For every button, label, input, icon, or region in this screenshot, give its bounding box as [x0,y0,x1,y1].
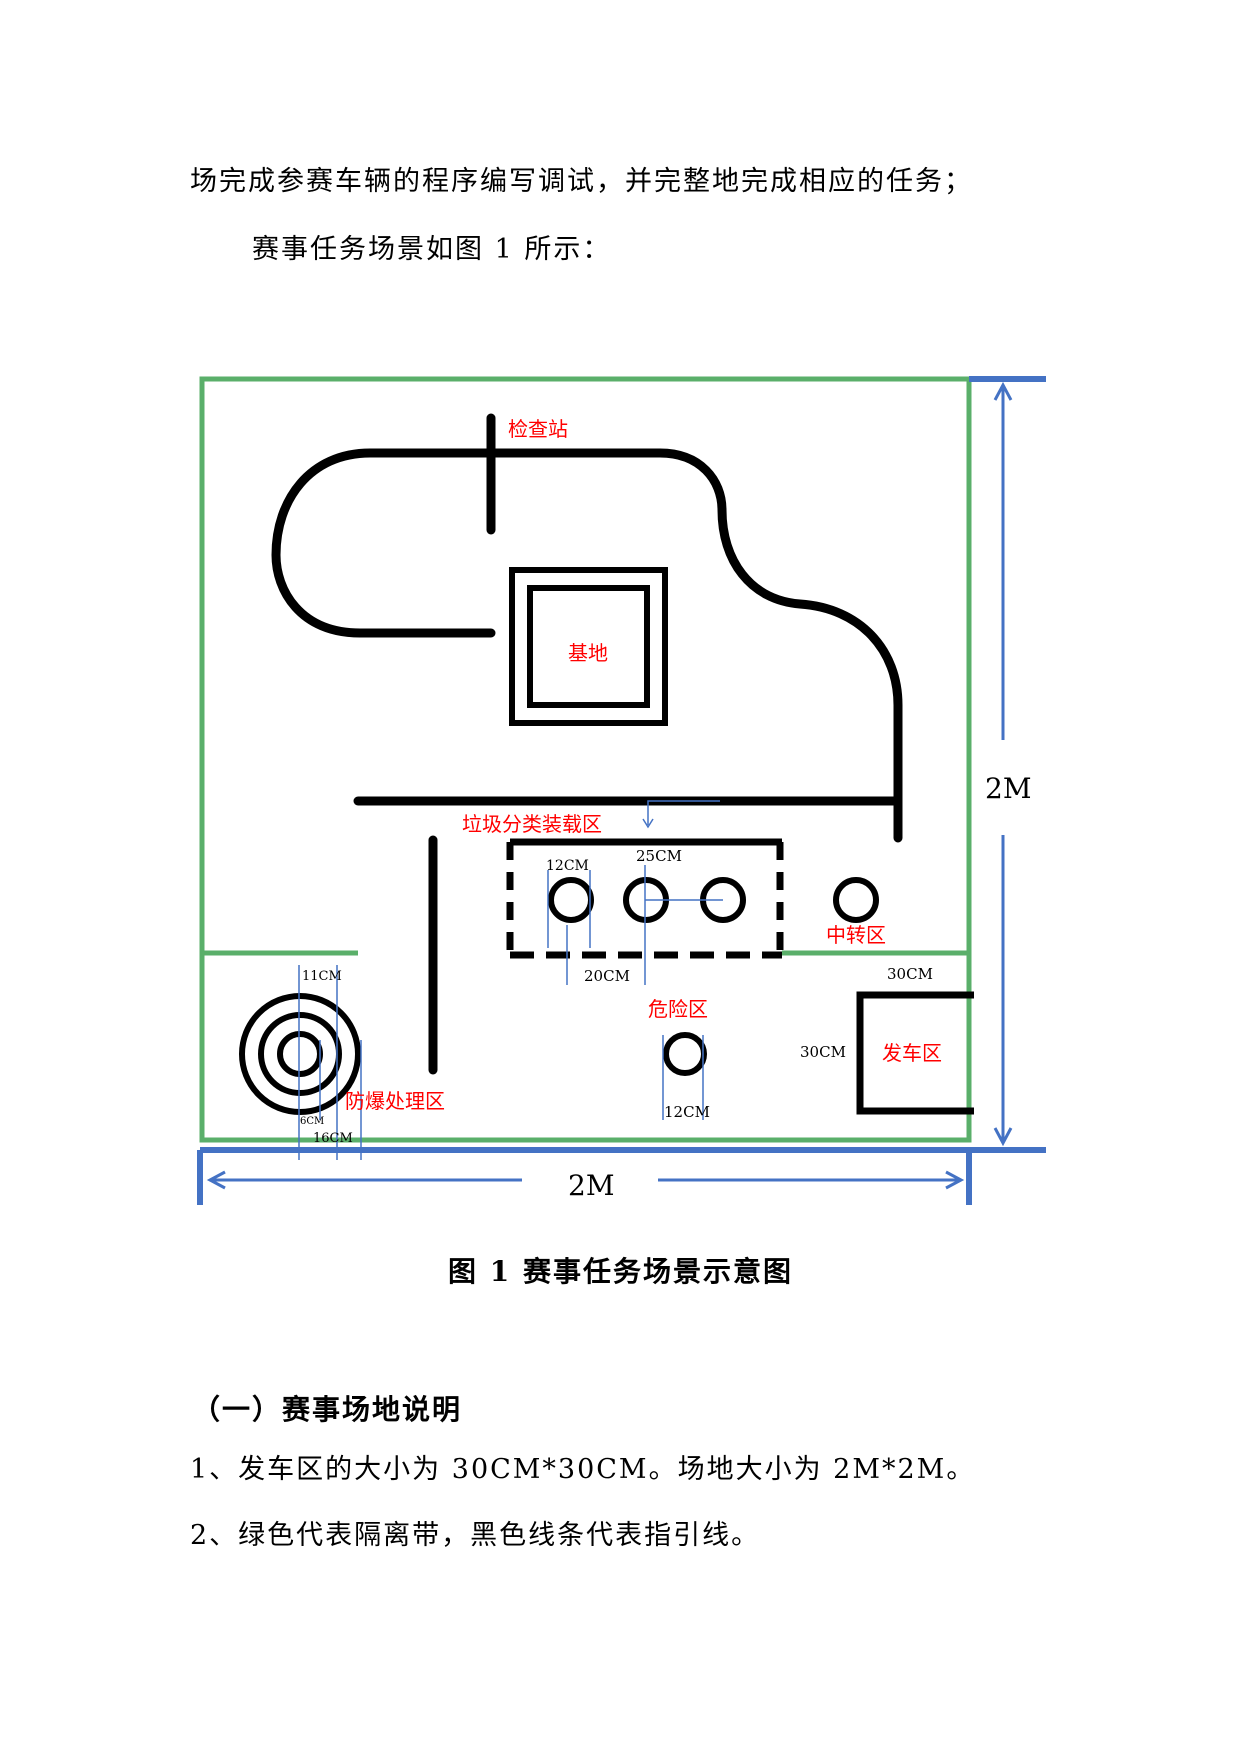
field-boundary [199,376,972,1143]
width-arrowhead-left [206,1170,226,1190]
start-area-label: 发车区 [882,1041,942,1065]
transfer-area-label: 中转区 [826,923,886,947]
target-outer [239,993,361,1115]
figure-intro-paragraph: 赛事任务场景如图 1 所示： [252,234,612,265]
danger-area-label: 危险区 [648,997,708,1021]
field-height-label: 2M [985,772,1031,805]
target-full-label: 16CM [313,1131,353,1146]
target-outer-label: 11CM [302,969,342,984]
width-arrowhead-right [945,1170,965,1190]
transfer-circle [833,877,879,923]
section-heading: （一）赛事场地说明 [192,1393,463,1426]
danger-circle-label: 12CM [664,1103,710,1121]
start-height-label: 30CM [800,1043,846,1061]
guide-lines [271,413,903,1075]
list-item: 2、绿色代表隔离带，黑色线条代表指引线。 [190,1520,761,1551]
figure-caption: 图 1 赛事任务场景示意图 [448,1255,793,1288]
field-width-label: 2M [568,1169,614,1202]
danger-circle [663,1032,707,1076]
height-arrowhead-bottom [993,1127,1013,1147]
bomb-disposal-label: 防爆处理区 [345,1089,445,1113]
checkpoint-label: 检查站 [508,417,568,441]
start-width-label: 30CM [887,965,933,983]
sorting-area-label: 垃圾分类装载区 [462,812,602,836]
sorting-area-border [506,838,784,959]
start-area-border [856,991,974,1115]
sorting-pointer-head [642,818,654,829]
dimension-lines [197,376,1046,1205]
intro-paragraph: 场完成参赛车辆的程序编写调试，并完整地完成相应的任务； [190,166,973,197]
sorting-circle-1 [548,877,594,923]
circles [239,877,879,1115]
base-inner [527,585,650,708]
sort-circle-diameter-label: 12CM [546,858,589,874]
sorting-pointer [647,800,720,825]
base-zone [509,567,668,726]
target-inner [277,1031,323,1077]
target-inner-label: 6CM [300,1116,324,1127]
target-middle [258,1012,342,1096]
base-outer [509,567,668,726]
height-arrowhead-top [993,381,1013,401]
list-item: 1、发车区的大小为 30CM*30CM。场地大小为 2M*2M。 [190,1454,976,1485]
base-label: 基地 [568,641,608,665]
upper-loop-track [271,448,903,843]
sort-circle-spacing-label: 25CM [636,847,682,865]
sort-circle-gap-label: 20CM [584,967,630,985]
isolation-band [199,376,972,1143]
